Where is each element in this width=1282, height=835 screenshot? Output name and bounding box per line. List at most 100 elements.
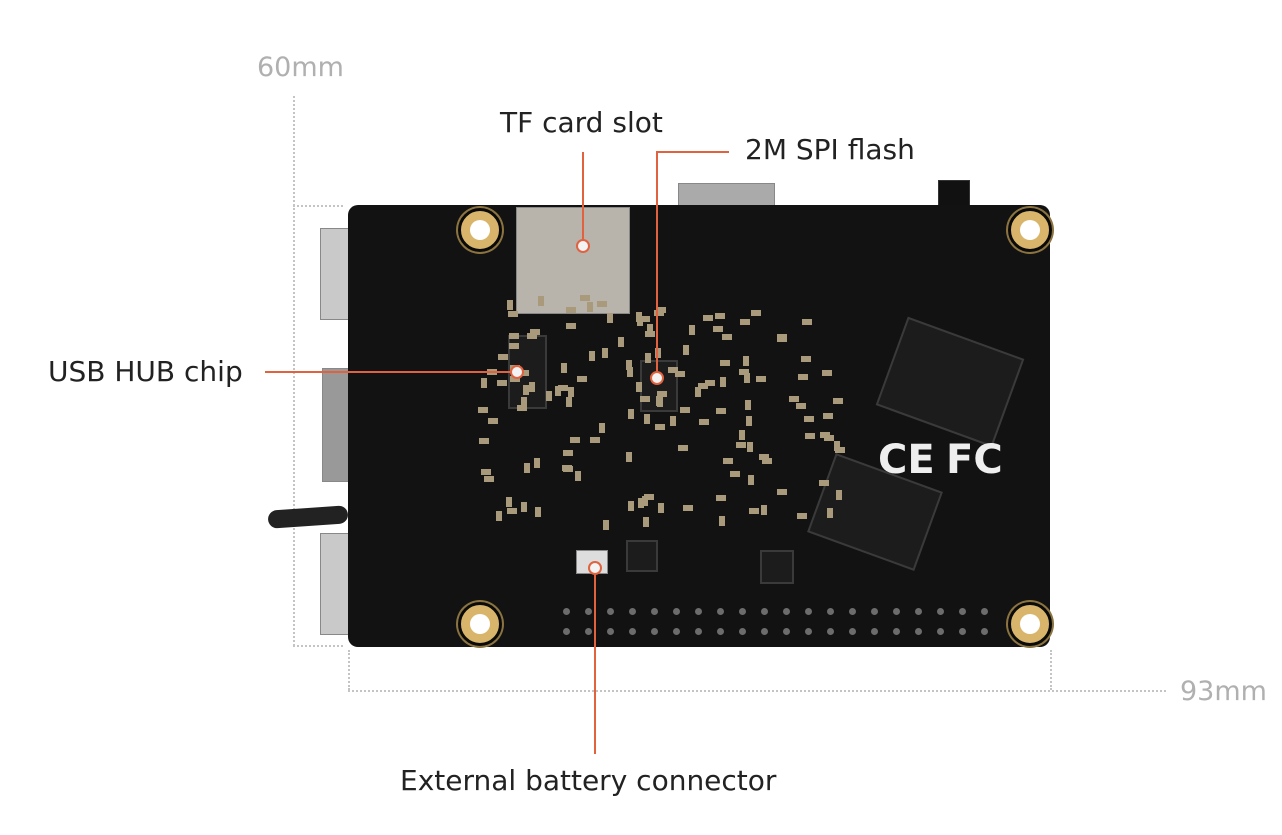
smd-part — [682, 344, 689, 355]
inductor — [760, 550, 794, 584]
mounting-hole — [458, 602, 502, 646]
smd-part — [654, 423, 665, 430]
width-dimension-line — [348, 690, 1166, 692]
smd-part — [479, 437, 490, 444]
smd-part — [695, 387, 702, 398]
width-left-tick — [348, 650, 350, 690]
smd-part — [679, 407, 690, 414]
smd-part — [655, 347, 662, 358]
battery-callout-line — [594, 568, 596, 754]
smd-part — [561, 465, 572, 472]
smd-part — [744, 399, 751, 410]
smd-part — [507, 299, 514, 310]
smd-part — [528, 381, 535, 392]
smd-part — [762, 457, 773, 464]
smd-part — [523, 462, 530, 473]
smd-part — [756, 375, 767, 382]
smd-part — [625, 360, 632, 371]
header-pin — [805, 608, 812, 615]
smd-part — [521, 397, 528, 408]
smd-part — [507, 310, 518, 317]
smd-part — [677, 445, 688, 452]
width-dimension-label: 93mm — [1180, 676, 1267, 707]
smd-part — [719, 515, 726, 526]
smd-part — [618, 337, 625, 348]
header-pin — [849, 608, 856, 615]
smd-part — [657, 503, 664, 514]
header-pin — [717, 608, 724, 615]
battery-callout-dot — [588, 561, 602, 575]
height-dimension-label: 60mm — [257, 52, 344, 83]
smd-part — [643, 517, 650, 528]
smd-part — [560, 363, 567, 374]
header-pin — [981, 608, 988, 615]
smd-part — [535, 506, 542, 517]
header-pin — [651, 628, 658, 635]
header-pin — [739, 608, 746, 615]
header-pin — [849, 628, 856, 635]
usb-port-top — [320, 228, 352, 320]
smd-part — [804, 416, 815, 423]
smd-part — [496, 379, 507, 386]
smd-part — [674, 370, 685, 377]
header-pin — [717, 628, 724, 635]
smd-part — [714, 312, 725, 319]
smd-part — [626, 451, 633, 462]
smd-part — [719, 377, 726, 388]
header-pin — [673, 608, 680, 615]
smd-part — [602, 348, 609, 359]
smd-part — [715, 408, 726, 414]
smd-part — [566, 323, 577, 330]
height-bottom-tick — [293, 645, 343, 647]
header-pin — [607, 608, 614, 615]
smd-part — [575, 471, 582, 482]
usb-port-bottom — [320, 533, 352, 635]
smd-part — [640, 396, 651, 403]
smd-part — [644, 331, 655, 337]
smd-part — [730, 471, 741, 478]
smd-part — [589, 436, 600, 443]
smd-part — [713, 326, 724, 333]
header-pin — [695, 628, 702, 635]
smd-part — [747, 442, 754, 453]
header-pin — [629, 628, 636, 635]
header-pin — [827, 608, 834, 615]
smd-part — [642, 495, 649, 506]
smd-part — [506, 497, 513, 508]
smd-part — [636, 312, 643, 323]
smd-part — [565, 396, 572, 407]
smd-part — [527, 332, 538, 339]
smd-part — [643, 494, 654, 501]
smd-part — [569, 436, 580, 443]
smd-part — [745, 416, 752, 427]
smd-part — [488, 418, 499, 425]
smd-part — [715, 495, 726, 501]
smd-part — [669, 416, 676, 427]
smd-part — [602, 519, 609, 530]
smd-components — [348, 205, 1050, 647]
header-pin — [585, 628, 592, 635]
header-pin — [915, 628, 922, 635]
smd-part — [587, 301, 594, 312]
smd-part — [538, 295, 545, 306]
hdmi-port — [322, 368, 350, 482]
battery-connector-label: External battery connector — [400, 764, 777, 797]
smd-part — [761, 505, 768, 516]
smd-part — [496, 510, 503, 521]
header-pin — [805, 628, 812, 635]
smd-part — [533, 457, 540, 468]
smd-part — [719, 359, 730, 366]
smd-part — [804, 432, 815, 439]
smd-part — [653, 309, 664, 316]
smd-part — [562, 449, 573, 456]
smd-part — [743, 372, 750, 383]
pcb-board: CE FC — [348, 205, 1052, 647]
smd-part — [529, 328, 540, 335]
header-pin — [981, 628, 988, 635]
header-pin — [585, 608, 592, 615]
tf-card-callout-dot — [576, 239, 590, 253]
smd-part — [589, 350, 596, 361]
mounting-hole — [458, 208, 502, 252]
header-pin — [871, 608, 878, 615]
smd-part — [723, 457, 734, 464]
